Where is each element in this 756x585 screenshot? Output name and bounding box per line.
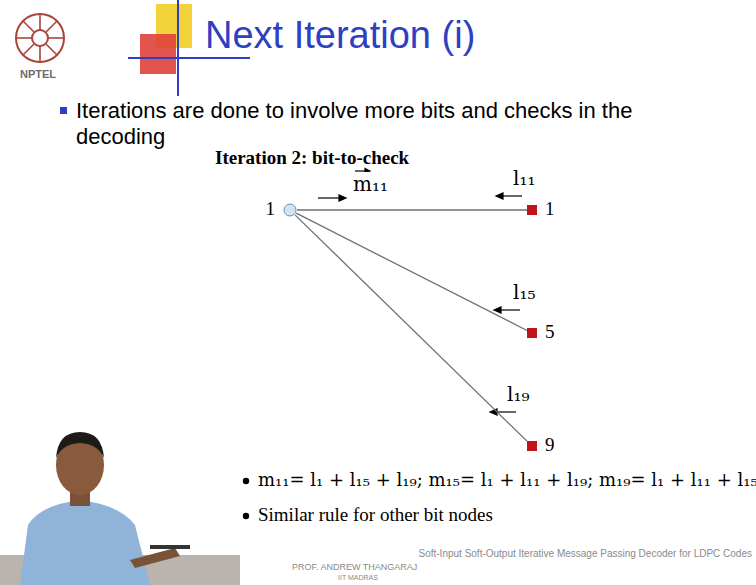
- bit-node: 1: [283, 203, 297, 217]
- iteration-heading: Iteration 2: bit-to-check: [215, 147, 409, 169]
- edge-label: l₁₁: [512, 166, 536, 190]
- message-label: m₁₁: [352, 172, 389, 196]
- node-number: 9: [545, 434, 555, 456]
- edge-label: l₁₅: [512, 280, 536, 304]
- tanner-edge: [296, 213, 527, 330]
- edge-label: l₁₉: [506, 382, 530, 406]
- tanner-edge: [297, 209, 527, 210]
- check-node-square: [527, 441, 537, 451]
- presenter-figure: [0, 432, 240, 585]
- logo-text: NPTEL: [20, 68, 56, 80]
- bit-node-circle: [283, 203, 297, 217]
- footer-institute: IIT MADRAS: [338, 574, 378, 581]
- footer-author: PROF. ANDREW THANGARAJ: [292, 562, 417, 572]
- check-node-square: [527, 328, 537, 338]
- bullet-square: [60, 107, 67, 114]
- nptel-logo: [16, 14, 64, 62]
- node-number: 5: [545, 321, 555, 343]
- check-node-square: [527, 205, 537, 215]
- check-node: 1: [527, 205, 537, 215]
- footer-course: Soft-Input Soft-Output Iterative Message…: [419, 548, 753, 559]
- bullet-text: Iterations are done to involve more bits…: [76, 98, 716, 150]
- slide-title: Next Iteration (i): [205, 14, 475, 57]
- direction-arrow: [318, 169, 522, 416]
- check-node: 5: [527, 328, 537, 338]
- bullet-dot: [243, 478, 249, 484]
- bullet-text: Similar rule for other bit nodes: [258, 504, 493, 526]
- node-number: 1: [266, 198, 276, 220]
- node-number: 1: [545, 198, 555, 220]
- tanner-edge: [295, 215, 527, 441]
- update-equation: m₁₁= l₁ + l₁₅ + l₁₉; m₁₅= l₁ + l₁₁ + l₁₉…: [258, 469, 756, 490]
- check-node: 9: [527, 441, 537, 451]
- bullet-dot: [243, 513, 249, 519]
